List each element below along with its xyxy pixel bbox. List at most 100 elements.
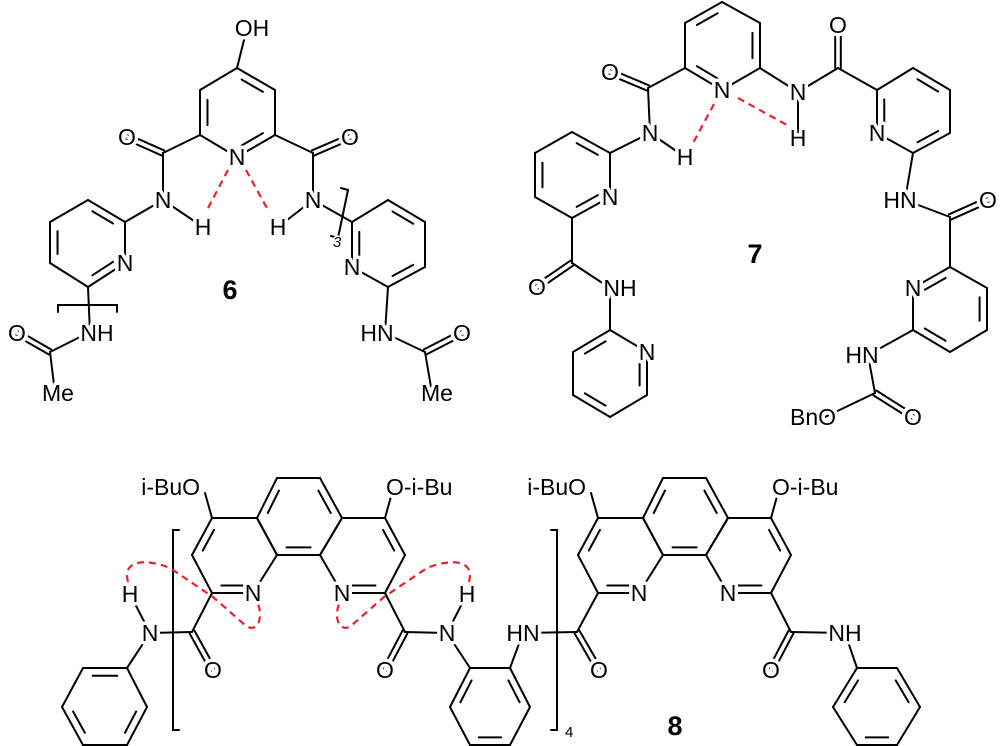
compound-7-atom-label: HN: [883, 187, 916, 213]
bond: [837, 67, 878, 91]
ring-double-bond: [583, 340, 607, 355]
ring-double-bond: [916, 78, 940, 93]
hydrogen-bond-loop: [125, 561, 262, 629]
compound-6-atom-label: N: [229, 144, 246, 170]
compound-6-atom-label: N: [305, 187, 322, 213]
ring-bond: [449, 706, 471, 746]
ring-double-bond: [703, 489, 718, 514]
ring-bond: [534, 131, 573, 154]
ring-double-bond: [91, 210, 115, 225]
compound-7-atom-label: O: [829, 12, 847, 38]
bond: [609, 132, 651, 154]
bond: [649, 132, 686, 158]
ring-double-bond: [695, 12, 719, 27]
compound-number-6: 6: [222, 275, 237, 305]
double-bond: [767, 629, 790, 670]
ring-bond: [770, 517, 792, 556]
double-bond: [14, 334, 50, 356]
ring-bond: [351, 266, 389, 288]
double-bond: [872, 394, 913, 421]
ring-double-bond: [923, 327, 947, 342]
ring-bond: [191, 517, 213, 556]
ring-bond: [896, 706, 921, 746]
ring-double-bond: [391, 210, 415, 225]
double-bond: [607, 73, 648, 92]
ring-bond: [449, 667, 471, 708]
ring-double-bond: [391, 263, 415, 278]
double-bond: [381, 629, 404, 670]
bond: [446, 632, 471, 669]
double-bond: [875, 389, 916, 416]
compound-6-structure: [14, 31, 465, 394]
bond: [590, 492, 599, 519]
double-bond: [425, 334, 465, 356]
ring-bond: [199, 67, 238, 91]
ring-double-bond: [240, 132, 264, 147]
double-bond: [127, 133, 166, 152]
ring-bond: [876, 67, 914, 91]
bond: [576, 592, 599, 633]
ring-bond: [319, 477, 343, 519]
compound-8-atom-label: O-i-Bu: [772, 474, 838, 500]
bond: [904, 152, 914, 201]
bond: [790, 631, 846, 634]
bond: [904, 199, 951, 218]
bond: [124, 199, 164, 223]
ring-bond: [705, 477, 729, 519]
ring-double-bond: [459, 679, 473, 704]
ring-bond: [949, 266, 988, 289]
compound-7-atom-label: N: [790, 79, 807, 105]
compound-number-7: 7: [747, 239, 762, 269]
ring-bond: [684, 67, 723, 91]
double-bond: [310, 133, 350, 152]
compound-7-atom-label: NH: [603, 275, 636, 301]
compound-8-structure: [61, 477, 921, 746]
bond: [509, 632, 524, 669]
ring-bond: [256, 477, 278, 519]
bond: [129, 593, 151, 634]
double-bond: [386, 632, 409, 673]
double-bond: [188, 632, 212, 673]
ring-bond: [534, 196, 573, 219]
ring-bond: [319, 517, 343, 556]
compound-8-atom-label: O-i-Bu: [386, 474, 452, 500]
ring-bond: [387, 199, 426, 223]
ring-bond: [61, 667, 84, 708]
compound-6-atom-label: Me: [421, 380, 453, 406]
ring-double-bond: [923, 276, 947, 291]
ring-double-bond: [507, 679, 521, 704]
compound-7-atom-label: N: [869, 120, 886, 146]
bond: [867, 354, 876, 394]
ring-bond: [572, 394, 611, 418]
bond: [236, 31, 247, 69]
repeat-bracket: [57, 304, 118, 313]
compound-6-atom-label: HN: [360, 320, 393, 346]
compound-8-atom-label: H: [122, 581, 139, 607]
ring-double-bond: [91, 260, 115, 277]
ring-double-bond: [575, 142, 599, 156]
bond: [384, 592, 406, 633]
bond: [824, 392, 876, 418]
compound-8-atom-label: O: [762, 657, 780, 683]
ring-bond: [509, 667, 531, 708]
compound-8-atom-label: i-BuO: [527, 474, 586, 500]
ring-double-bond: [72, 710, 86, 734]
ring-bond: [572, 329, 611, 353]
bond: [384, 332, 426, 353]
compound-8-atom-label: i-BuO: [141, 474, 200, 500]
ring-bond: [876, 132, 914, 154]
ring-bond: [199, 134, 238, 158]
ring-bond: [87, 199, 126, 223]
ring-bond: [49, 199, 89, 223]
bond: [162, 134, 201, 154]
compound-8-atom-label: N: [720, 580, 737, 606]
double-bond: [313, 138, 353, 157]
bond: [274, 134, 314, 154]
bond: [844, 632, 858, 669]
ring-double-bond: [652, 489, 666, 514]
ring-double-bond: [768, 528, 782, 552]
bond: [424, 351, 433, 394]
compound-8-atom-label: N: [631, 580, 648, 606]
double-bond: [947, 196, 988, 216]
